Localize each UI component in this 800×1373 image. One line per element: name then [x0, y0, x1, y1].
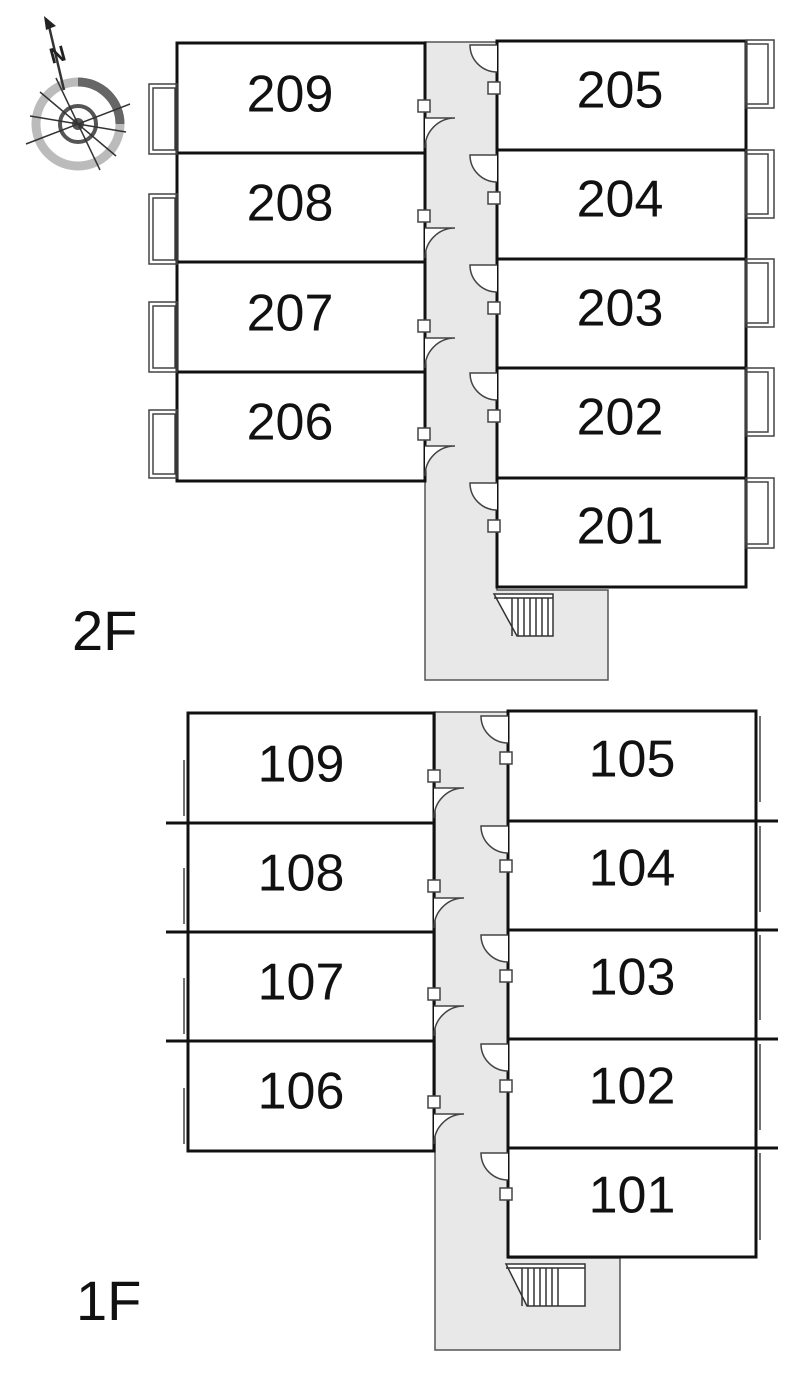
doors-right-1f — [480, 715, 513, 1201]
room-number: 201 — [577, 498, 664, 556]
room-number: 108 — [258, 845, 345, 903]
room-number: 206 — [247, 394, 334, 452]
room-number: 105 — [589, 731, 676, 789]
room-number: 205 — [577, 62, 664, 120]
room-number: 208 — [247, 175, 334, 233]
room-block-right-1f — [506, 709, 758, 1259]
balconies-right-2f — [745, 39, 775, 549]
floor-2f: 209 208 207 206 205 204 203 202 201 2F — [72, 39, 775, 681]
compass-icon: N — [25, 16, 131, 171]
room-number: 202 — [577, 389, 664, 447]
room-block-right-2f — [495, 39, 748, 589]
room-number: 207 — [247, 285, 334, 343]
doors-left-1f — [427, 769, 465, 1145]
floor-1f: 109 108 107 106 105 104 103 102 101 1F — [76, 709, 778, 1351]
room-number: 203 — [577, 280, 664, 338]
stairs-2f — [492, 593, 554, 637]
room-number: 204 — [577, 171, 664, 229]
floor-label: 2F — [72, 599, 137, 662]
room-number: 101 — [589, 1167, 676, 1225]
doors-right-2f — [469, 44, 501, 533]
room-number: 104 — [589, 840, 676, 898]
doors-left-2f — [417, 99, 456, 477]
room-number: 209 — [247, 66, 334, 124]
room-number: 103 — [589, 949, 676, 1007]
balconies-left-2f — [148, 83, 178, 479]
compass-north-label: N — [47, 40, 69, 68]
room-number: 106 — [258, 1063, 345, 1121]
stairs-1f — [504, 1263, 586, 1307]
room-number: 102 — [589, 1058, 676, 1116]
floor-label: 1F — [76, 1269, 141, 1332]
room-number: 109 — [258, 736, 345, 794]
room-number: 107 — [258, 954, 345, 1012]
